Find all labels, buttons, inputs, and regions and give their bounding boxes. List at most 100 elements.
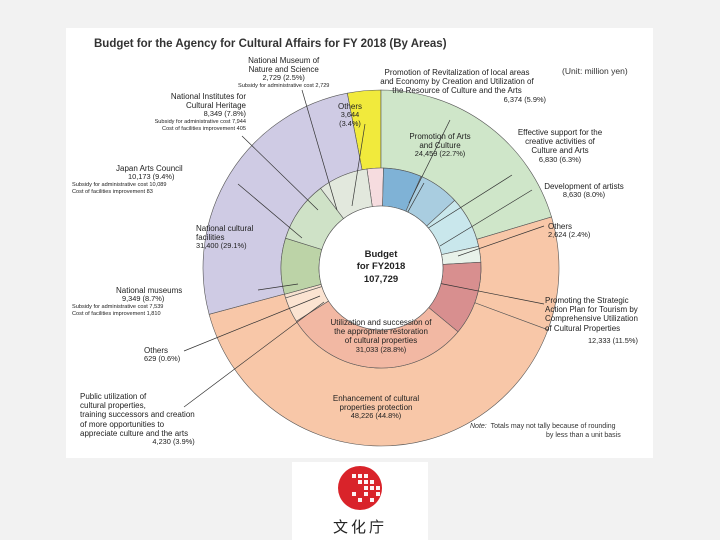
leader-line xyxy=(421,174,513,233)
heritage-sub2-value: 405 xyxy=(236,125,246,132)
public-util-line5: appreciate culture and the arts xyxy=(80,428,189,438)
label-development-artists: Development of artists 8,630 (8.0%) xyxy=(532,182,636,200)
budget-donut-chart: Budget for FY2018 107,729 xyxy=(183,89,560,447)
label-national-museums: National museums 9,349 (8.7%) Subsidy fo… xyxy=(72,286,182,317)
heritage-sub1-label: Subsidy for administrative cost xyxy=(154,119,231,125)
others-left-value: 629 (0.6%) xyxy=(144,354,181,364)
others-top-pct: (3.4%) xyxy=(339,118,361,128)
note-line1: Totals may not tally because of rounding xyxy=(490,423,616,430)
label-heritage: National Institutes for Cultural Heritag… xyxy=(128,92,246,133)
museums-sub2-label: Cost of facilities improvement xyxy=(72,310,146,317)
util-line1: Utilization and succession of xyxy=(330,318,432,327)
nature-sub: Subsidy for administrative cost 2,729 xyxy=(238,83,329,90)
leader-line xyxy=(457,225,545,257)
effective-line2: creative activities of xyxy=(525,137,595,147)
arts-sub2-value: 83 xyxy=(146,188,153,195)
label-promotion-local: Promotion of Revitalization of local are… xyxy=(368,68,546,104)
label-effective-support: Effective support for the creative activ… xyxy=(506,128,614,164)
label-enhancement: Enhancement of cultural properties prote… xyxy=(324,394,428,421)
util-value: 31,033 (28.8%) xyxy=(355,344,407,354)
facilities-value: 31,400 (29.1%) xyxy=(196,241,247,251)
develop-title: Development of artists xyxy=(544,182,624,191)
label-others-top: Others 3,644 (3.4%) xyxy=(336,102,364,128)
label-strategic-plan: Promoting the Strategic Action Plan for … xyxy=(545,296,638,345)
nature-sub-value: 2,729 xyxy=(315,83,330,89)
enhancement-line2: properties protection xyxy=(339,403,413,413)
heritage-title-line1: National Institutes for xyxy=(170,92,246,101)
develop-value: 8,630 (8.0%) xyxy=(562,190,606,200)
label-promotion-arts: Promotion of Arts and Culture 24,459 (22… xyxy=(402,132,478,159)
label-utilization: Utilization and succession of the approp… xyxy=(306,318,456,354)
public-util-value: 4,230 (3.9%) xyxy=(152,437,195,447)
promo-arts-line2: and Culture xyxy=(419,141,461,151)
arts-sub1-value: 10,089 xyxy=(149,181,167,188)
leader-line xyxy=(237,183,303,239)
facilities-line1: National cultural xyxy=(196,224,254,233)
public-util-line1: Public utilization of xyxy=(80,392,147,401)
strategic-line2: Action Plan for Tourism by xyxy=(545,305,638,315)
strategic-value: 12,333 (11.5%) xyxy=(587,335,638,345)
leader-line xyxy=(301,89,338,211)
facilities-line2: facilities xyxy=(196,233,225,243)
promo-local-line1: Promotion of Revitalization of local are… xyxy=(384,68,530,77)
util-line2: the appropriate restoration xyxy=(334,327,428,337)
logo-text: 文化庁 xyxy=(332,518,387,536)
leader-line xyxy=(437,282,545,305)
strategic-line1: Promoting the Strategic xyxy=(545,296,629,305)
promo-arts-line1: Promotion of Arts xyxy=(409,132,471,141)
label-cultural-facilities: National cultural facilities 31,400 (29.… xyxy=(196,224,253,251)
effective-line1: Effective support for the xyxy=(517,128,603,137)
chart-panel: Budget for the Agency for Cultural Affai… xyxy=(66,28,653,458)
chart-note: Note: Totals may not tally because of ro… xyxy=(470,422,621,440)
heritage-value: 8,349 (7.8%) xyxy=(203,109,246,119)
museums-value: 9,349 (8.7%) xyxy=(122,294,165,304)
museums-sub1-label: Subsidy for administrative cost xyxy=(72,303,148,310)
leader-line xyxy=(241,135,319,211)
arts-sub1-label: Subsidy for administrative cost xyxy=(72,181,148,188)
museums-sub1-value: 7,539 xyxy=(149,303,164,310)
util-line3: of cultural properties xyxy=(344,336,418,346)
heritage-title-line2: Cultural Heritage xyxy=(185,101,246,111)
center-hole xyxy=(318,205,444,331)
leader-line xyxy=(351,123,366,207)
label-nature-science: National Museum of Nature and Science 2,… xyxy=(238,56,329,90)
strategic-line4: of Cultural Properties xyxy=(545,323,621,333)
public-util-line4: of more opportunities to xyxy=(80,419,165,429)
arts-council-title: Japan Arts Council xyxy=(116,164,183,173)
label-arts-council: Japan Arts Council 10,173 (9.4%) Subsidy… xyxy=(72,164,183,195)
nature-title-line2: Nature and Science xyxy=(248,65,319,75)
label-others-right: Others 2,624 (2.4%) xyxy=(548,222,590,240)
nature-value: 2,729 (2.5%) xyxy=(262,73,305,83)
leader-line xyxy=(183,301,325,408)
promo-arts-value: 24,459 (22.7%) xyxy=(414,149,466,159)
effective-line3: Culture and Arts xyxy=(531,146,589,156)
center-total: 107,729 xyxy=(364,274,398,285)
arts-council-value: 10,173 (9.4%) xyxy=(128,172,175,182)
chart-title: Budget for the Agency for Cultural Affai… xyxy=(94,38,447,50)
public-util-line3: training successors and creation xyxy=(80,410,195,420)
leader-line xyxy=(183,295,321,352)
note-line2: by less than a unit basis xyxy=(546,432,621,439)
agency-logo: 文化庁 xyxy=(292,462,428,540)
promo-local-line2: and Economy by Creation and Utilization … xyxy=(380,77,534,87)
enhancement-line1: Enhancement of cultural xyxy=(332,394,420,403)
others-top-title: Others xyxy=(337,102,362,111)
unit-label: (Unit: million yen) xyxy=(562,66,628,76)
label-public-utilization: Public utilization of cultural propertie… xyxy=(80,392,195,447)
heritage-sub2-label: Cost of facilities improvement xyxy=(162,125,236,132)
leader-line xyxy=(439,189,533,247)
promo-local-value: 6,374 (5.9%) xyxy=(503,94,546,104)
nature-title-line1: National Museum of xyxy=(248,56,320,65)
enhancement-value: 48,226 (44.8%) xyxy=(350,411,402,421)
museums-title: National museums xyxy=(116,286,183,295)
center-label-line2: for FY2018 xyxy=(357,261,406,272)
museums-sub2-value: 1,810 xyxy=(146,310,161,317)
leader-line xyxy=(408,119,451,204)
inner-ring xyxy=(280,167,482,369)
leader-line xyxy=(257,283,299,291)
note-prefix: Note: xyxy=(470,423,487,430)
others-right-value: 2,624 (2.4%) xyxy=(548,230,591,240)
heritage-sub1-value: 7,944 xyxy=(232,119,246,125)
promo-local-line3: the Resource of Culture and the Arts xyxy=(392,86,522,96)
strategic-line3: Comprehensive Utilization xyxy=(545,314,638,324)
